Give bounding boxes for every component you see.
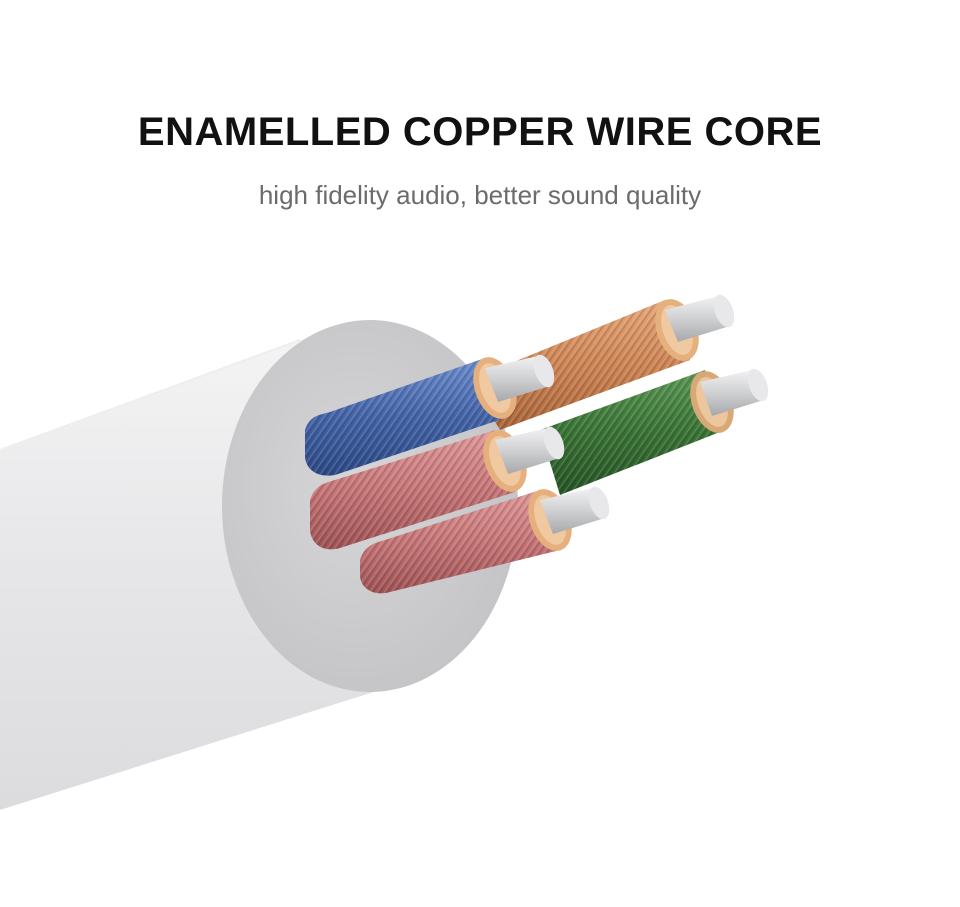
pink-wire-lower — [360, 486, 610, 594]
pink-wire-upper — [310, 426, 565, 550]
blue-wire — [305, 354, 555, 476]
green-wire — [540, 368, 769, 495]
page-subtitle: high fidelity audio, better sound qualit… — [258, 180, 702, 210]
cable-illustration — [0, 294, 769, 810]
orange-wire — [470, 294, 735, 430]
page-title: ENAMELLED COPPER WIRE CORE — [137, 110, 823, 154]
